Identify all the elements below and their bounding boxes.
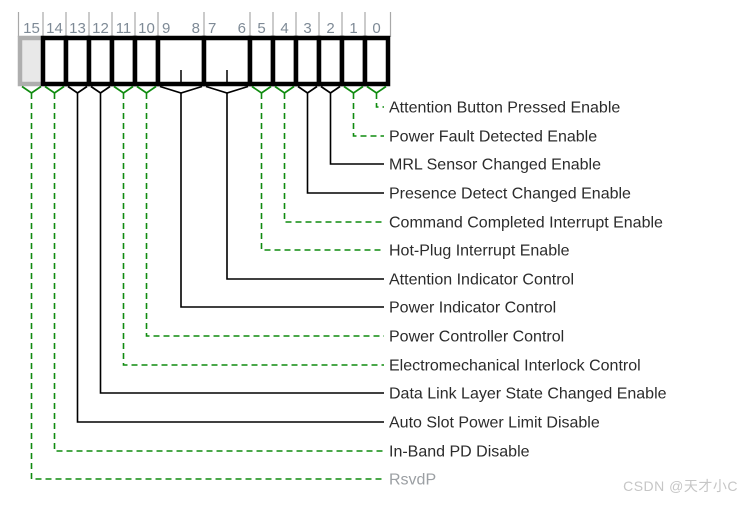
connector-brace [205, 85, 249, 94]
bit-number: 12 [92, 20, 109, 37]
connector-brace [113, 85, 134, 95]
bit-cell [316, 35, 345, 87]
bit-number: 14 [46, 20, 63, 37]
connector-line [226, 93, 384, 280]
bit-cell [63, 35, 92, 87]
field-label: Power Fault Detected Enable [389, 129, 597, 146]
watermark: CSDN @天才小C [623, 478, 738, 494]
reserved-bit-cell [17, 35, 46, 87]
bit-number: 7 [208, 20, 216, 37]
connector-line [122, 93, 384, 366]
connector-line [375, 93, 384, 108]
field-label: Power Indicator Control [389, 300, 556, 317]
field-label: MRL Sensor Changed Enable [389, 157, 601, 174]
field-label: Attention Indicator Control [389, 272, 574, 289]
field-label: Auto Slot Power Limit Disable [389, 415, 600, 432]
field-label: Data Link Layer State Changed Enable [389, 386, 667, 403]
bit-number: 4 [280, 20, 288, 37]
connector-line [306, 93, 384, 194]
connector-brace [366, 85, 387, 95]
connector-brace [21, 85, 42, 95]
connector-line [180, 93, 384, 308]
field-label: Presence Detect Changed Enable [389, 186, 631, 203]
field-label: Attention Button Pressed Enable [389, 100, 620, 117]
field-label: In-Band PD Disable [389, 444, 530, 461]
connector-line [99, 93, 384, 394]
bit-number: 10 [138, 20, 155, 37]
connector-brace [320, 85, 341, 95]
bit-number: 1 [349, 20, 357, 37]
field-label: RsvdP [389, 472, 436, 489]
bit-number: 2 [326, 20, 334, 37]
bit-number: 9 [162, 20, 170, 37]
connector-line [53, 93, 384, 452]
bit-cell [86, 35, 115, 87]
bit-number: 15 [23, 20, 40, 37]
bit-number: 6 [238, 20, 246, 37]
connector-line [30, 93, 384, 480]
connector-line [352, 93, 384, 137]
connector-line [260, 93, 384, 251]
bit-number: 3 [303, 20, 311, 37]
bit-number: 11 [116, 20, 132, 37]
bit-cell [293, 35, 322, 87]
connector-brace [251, 85, 272, 95]
connector-brace [159, 85, 203, 94]
connector-brace [44, 85, 65, 95]
bit-number: 8 [192, 20, 200, 37]
bit-number: 13 [69, 20, 86, 37]
connector-brace [343, 85, 364, 95]
connector-line [76, 93, 384, 423]
connector-line [145, 93, 384, 337]
connector-brace [297, 85, 318, 95]
bit-cell [40, 35, 69, 87]
connector-brace [90, 85, 111, 95]
field-label: Hot-Plug Interrupt Enable [389, 243, 570, 260]
bit-cell [270, 35, 299, 87]
bit-cell [132, 35, 161, 87]
connector-brace [274, 85, 295, 95]
connector-line [329, 93, 384, 165]
bit-number: 5 [257, 20, 265, 37]
connector-brace [136, 85, 157, 95]
bit-cell [109, 35, 138, 87]
bit-cell [247, 35, 276, 87]
connector-brace [67, 85, 88, 95]
field-label: Power Controller Control [389, 329, 564, 346]
field-label: Electromechanical Interlock Control [389, 358, 641, 375]
bit-number: 0 [372, 20, 380, 37]
bit-cell [339, 35, 368, 87]
field-label: Command Completed Interrupt Enable [389, 215, 663, 232]
bit-cell [362, 35, 391, 87]
connector-line [283, 93, 384, 223]
